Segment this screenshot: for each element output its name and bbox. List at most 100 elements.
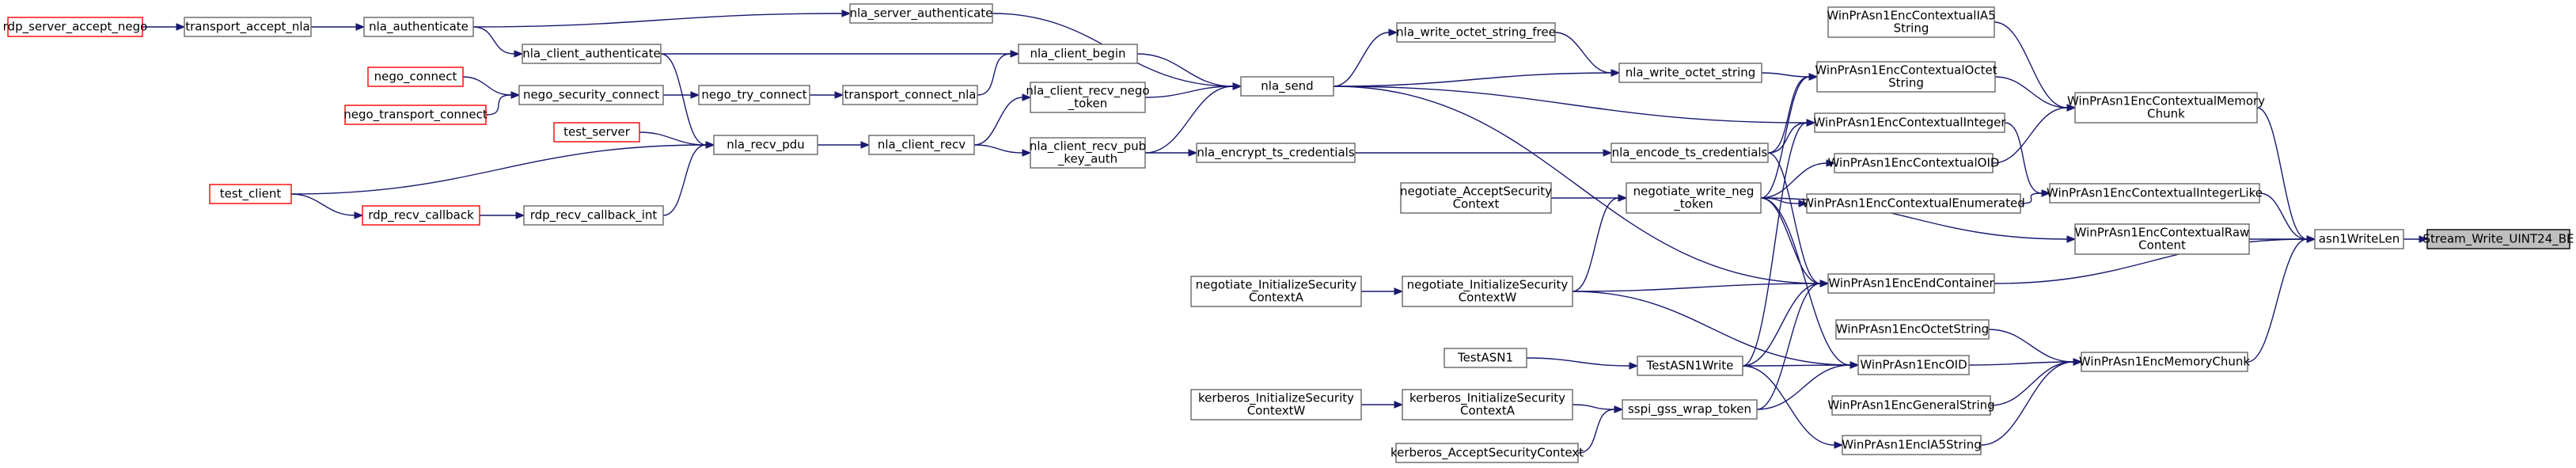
node-sspi-gss-wrap-token[interactable]: sspi_gss_wrap_token xyxy=(1622,399,1758,420)
node-box[interactable] xyxy=(2074,92,2258,124)
node-box[interactable] xyxy=(1827,6,1995,38)
node-nla-write-octet-string[interactable]: nla_write_octet_string xyxy=(1618,63,1762,83)
node-box[interactable] xyxy=(1444,348,1527,368)
node-rdp-recv-callback-int[interactable]: rdp_recv_callback_int xyxy=(523,205,664,226)
node-box[interactable] xyxy=(367,67,464,87)
node-nla-client-authenticate[interactable]: nla_client_authenticate xyxy=(522,44,662,64)
node-box[interactable] xyxy=(2081,352,2248,372)
node-nla-write-octet-string-free[interactable]: nla_write_octet_string_free xyxy=(1396,22,1556,43)
node-box[interactable] xyxy=(698,85,810,105)
node-nla-client-begin[interactable]: nla_client_begin xyxy=(1018,44,1138,64)
node-rdp-recv-callback[interactable]: rdp_recv_callback xyxy=(362,205,480,226)
node-box[interactable] xyxy=(553,122,640,143)
node-box[interactable] xyxy=(523,205,664,226)
node-negotiate-accept-security-context[interactable]: negotiate_AcceptSecurityContext xyxy=(1400,182,1552,214)
node-box[interactable] xyxy=(2314,229,2404,249)
node-box[interactable] xyxy=(1018,44,1138,64)
node-box[interactable] xyxy=(2074,223,2250,255)
node-box[interactable] xyxy=(1618,63,1762,83)
node-box[interactable] xyxy=(1610,143,1769,163)
node-win-pr-asn1-enc-contextual-integer-like[interactable]: WinPrAsn1EncContextualIntegerLike xyxy=(2047,183,2263,204)
node-win-pr-asn1-enc-oid[interactable]: WinPrAsn1EncOID xyxy=(1857,355,1970,375)
node-rdp-server-accept-nego[interactable]: rdp_server_accept_nego xyxy=(3,17,148,37)
node-box[interactable] xyxy=(518,85,664,105)
node-transport-connect-nla[interactable]: transport_connect_nla xyxy=(842,85,978,105)
node-box[interactable] xyxy=(1396,22,1556,43)
node-box[interactable] xyxy=(209,184,292,204)
node-nla-send[interactable]: nla_send xyxy=(1240,76,1334,97)
node-box[interactable] xyxy=(1395,443,1579,463)
node-nego-transport-connect[interactable]: nego_transport_connect xyxy=(343,105,488,125)
node-asn1-write-len[interactable]: asn1WriteLen xyxy=(2314,229,2404,249)
node-box[interactable] xyxy=(362,205,480,226)
node-box[interactable] xyxy=(842,85,978,105)
node-box[interactable] xyxy=(1190,276,1362,307)
node-nla-encode-ts-credentials[interactable]: nla_encode_ts_credentials xyxy=(1610,143,1769,163)
node-win-pr-asn1-enc-octet-string[interactable]: WinPrAsn1EncOctetString xyxy=(1835,319,1990,340)
node-box[interactable] xyxy=(1637,356,1743,376)
node-nla-client-recv[interactable]: nla_client_recv xyxy=(868,135,975,155)
node-win-pr-asn1-enc-memory-chunk[interactable]: WinPrAsn1EncMemoryChunk xyxy=(2079,352,2250,372)
node-nego-try-connect[interactable]: nego_try_connect xyxy=(698,85,810,105)
node-nego-security-connect[interactable]: nego_security_connect xyxy=(518,85,664,105)
node-box[interactable] xyxy=(522,44,662,64)
node-box[interactable] xyxy=(184,17,312,37)
node-box[interactable] xyxy=(1402,276,1573,307)
node-box[interactable] xyxy=(1857,355,1970,375)
node-box[interactable] xyxy=(1814,112,2005,133)
node-box[interactable] xyxy=(1816,61,1996,93)
node-nla-authenticate[interactable]: nla_authenticate xyxy=(363,17,474,37)
node-win-pr-asn1-enc-contextual-integer[interactable]: WinPrAsn1EncContextualInteger xyxy=(1813,112,2006,133)
node-box[interactable] xyxy=(1834,153,1994,173)
node-box[interactable] xyxy=(1835,319,1990,340)
node-box[interactable] xyxy=(713,135,818,155)
node-nla-recv-pdu[interactable]: nla_recv_pdu xyxy=(713,135,818,155)
node-box[interactable] xyxy=(2426,229,2570,249)
node-test-asn1[interactable]: TestASN1 xyxy=(1444,348,1527,368)
node-box[interactable] xyxy=(1827,273,1995,294)
node-win-pr-asn1-enc-contextual-oid[interactable]: WinPrAsn1EncContextualOID xyxy=(1828,153,2000,173)
node-box[interactable] xyxy=(849,3,993,24)
node-box[interactable] xyxy=(363,17,474,37)
node-stream-write-uint24-be[interactable]: Stream_Write_UINT24_BE xyxy=(2422,229,2574,249)
node-box[interactable] xyxy=(2049,183,2260,204)
node-nego-connect[interactable]: nego_connect xyxy=(367,67,464,87)
node-nla-encrypt-ts-credentials[interactable]: nla_encrypt_ts_credentials xyxy=(1196,143,1356,163)
node-test-asn1-write[interactable]: TestASN1Write xyxy=(1637,356,1743,376)
node-box[interactable] xyxy=(1196,143,1356,163)
node-win-pr-asn1-enc-end-container[interactable]: WinPrAsn1EncEndContainer xyxy=(1827,273,1995,294)
node-win-pr-asn1-enc-contextual-enumerated[interactable]: WinPrAsn1EncContextualEnumerated xyxy=(1802,193,2025,214)
node-box[interactable] xyxy=(1842,435,1982,455)
node-box[interactable] xyxy=(1030,137,1146,169)
node-box[interactable] xyxy=(1030,82,1146,113)
node-box[interactable] xyxy=(1240,76,1334,97)
node-box[interactable] xyxy=(344,105,487,125)
node-win-pr-asn1-enc-ia5-string[interactable]: WinPrAsn1EncIA5String xyxy=(1842,435,1982,455)
node-test-server[interactable]: test_server xyxy=(553,122,640,143)
node-box[interactable] xyxy=(7,17,143,37)
node-win-pr-asn1-enc-general-string[interactable]: WinPrAsn1EncGeneralString xyxy=(1827,395,1995,416)
node-box[interactable] xyxy=(1400,182,1552,214)
node-box[interactable] xyxy=(868,135,975,155)
node-box[interactable] xyxy=(1622,399,1758,420)
node-box[interactable] xyxy=(1806,193,2021,214)
node-kerberos-accept-security-context[interactable]: kerberos_AcceptSecurityContext xyxy=(1390,443,1584,463)
node-box[interactable] xyxy=(1402,389,1573,420)
node-box[interactable] xyxy=(1831,395,1991,416)
node-box[interactable] xyxy=(1190,389,1362,420)
node-transport-accept-nla[interactable]: transport_accept_nla xyxy=(184,17,312,37)
node-test-client[interactable]: test_client xyxy=(209,184,292,204)
node-nla-client-recv-nego-token[interactable]: nla_client_recv_nego_token xyxy=(1026,82,1150,113)
node-negotiate-write-neg-token[interactable]: negotiate_write_neg_token xyxy=(1626,182,1762,214)
node-nla-server-authenticate[interactable]: nla_server_authenticate xyxy=(849,3,993,24)
node-nla-client-recv-pub-key-auth[interactable]: nla_client_recv_pub_key_auth xyxy=(1030,137,1146,169)
node-box[interactable] xyxy=(1626,182,1762,214)
